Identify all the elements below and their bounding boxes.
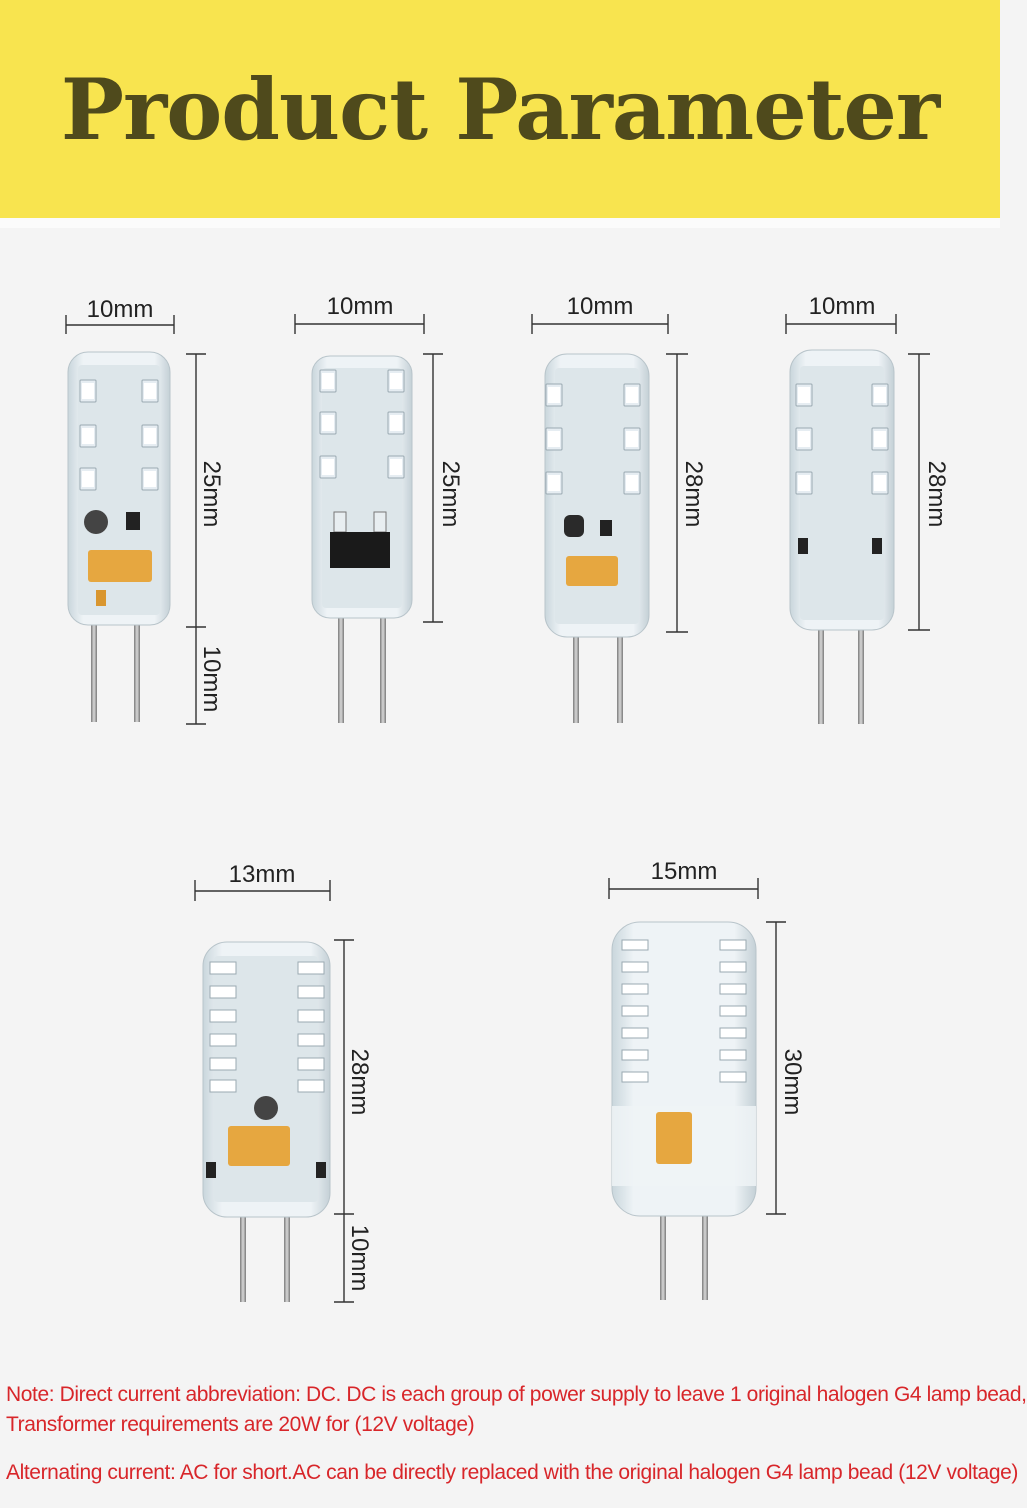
width-dimension [785, 314, 897, 334]
height-dimension [334, 939, 354, 1303]
lamp-image [67, 351, 171, 722]
lamp-image [611, 921, 757, 1300]
bulb-1: 10mm 25mm 10mm [65, 296, 225, 725]
bulb-3: 10mm 28mm [531, 293, 707, 723]
width-dimension [194, 880, 331, 901]
bulb-5: 13mm 28mm 10mm [194, 861, 373, 1303]
bulb-2: 10mm 25mm [294, 293, 464, 723]
bulb-6: 15mm 30mm [608, 858, 806, 1300]
bulb-4: 10mm 28mm [785, 293, 950, 724]
width-label: 10mm [87, 296, 154, 323]
height-label: 25mm [198, 461, 225, 528]
pin-length-label: 10mm [346, 1225, 373, 1292]
lamp-image [544, 353, 650, 723]
width-label: 10mm [567, 293, 634, 320]
page-title: Product Parameter [60, 59, 940, 159]
height-label: 30mm [779, 1049, 806, 1116]
product-diagram: 10mm 25mm 10mm 10mm [65, 293, 950, 1303]
height-dimension [766, 921, 786, 1215]
height-label: 28mm [680, 461, 707, 528]
width-label: 10mm [327, 293, 394, 320]
width-label: 15mm [651, 858, 718, 885]
width-dimension [65, 315, 175, 334]
lamp-image [789, 349, 895, 724]
width-label: 10mm [809, 293, 876, 320]
title-banner: Product Parameter [0, 0, 1000, 218]
note-line-3: Alternating current: AC for short.AC can… [6, 1461, 1018, 1484]
height-label: 28mm [923, 461, 950, 528]
height-dimension [908, 353, 930, 631]
note-line-2: Transformer requirements are 20W for (12… [6, 1413, 475, 1436]
lamp-image [311, 355, 413, 723]
width-dimension [294, 314, 425, 334]
note-line-1: Note: Direct current abbreviation: DC. D… [6, 1383, 1027, 1406]
height-label: 28mm [346, 1049, 373, 1116]
height-dimension [423, 353, 443, 623]
lamp-image [202, 941, 331, 1302]
width-label: 13mm [229, 861, 296, 888]
height-dimension [186, 353, 206, 725]
width-dimension [531, 314, 669, 334]
width-dimension [608, 878, 759, 899]
height-label: 25mm [437, 461, 464, 528]
pin-length-label: 10mm [198, 646, 225, 713]
height-dimension [666, 353, 688, 633]
divider [0, 218, 1000, 228]
